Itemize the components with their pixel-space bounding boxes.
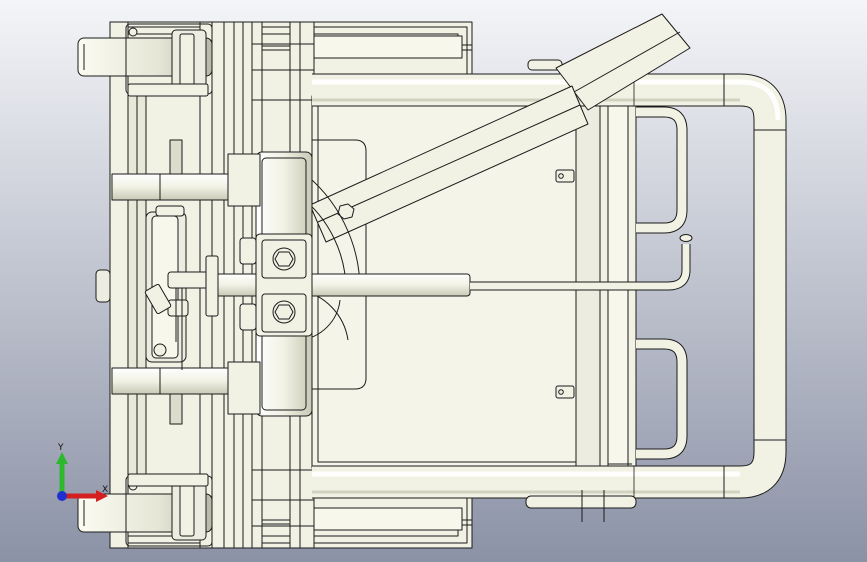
- lever-arm[interactable]: [309, 13, 691, 243]
- caster-wheel-top: [77, 23, 213, 97]
- deck-bracket-bottom: [555, 385, 575, 399]
- inner-mechanism: [95, 139, 219, 425]
- triad-x-arrowhead: [96, 490, 108, 502]
- triad-y-arrowhead: [56, 452, 68, 464]
- wheel-axle-bar-top: [111, 173, 229, 201]
- deck-bracket-top: [555, 169, 575, 183]
- orientation-triad: Y X: [56, 443, 108, 502]
- caster-wheel-bottom: [77, 473, 213, 547]
- triad-z-axis: [57, 491, 67, 501]
- handle-clamp-bottom: [525, 490, 637, 522]
- trolley-model[interactable]: [77, 13, 787, 549]
- bolt-clamp-block: [239, 233, 313, 337]
- grip-lower: [636, 338, 688, 460]
- triad-y-label: Y: [57, 443, 64, 453]
- handle-tube[interactable]: [312, 73, 787, 499]
- triad-x-label: X: [102, 485, 108, 495]
- grip-upper: [636, 106, 688, 234]
- wheel-axle-bar-bottom: [111, 367, 229, 395]
